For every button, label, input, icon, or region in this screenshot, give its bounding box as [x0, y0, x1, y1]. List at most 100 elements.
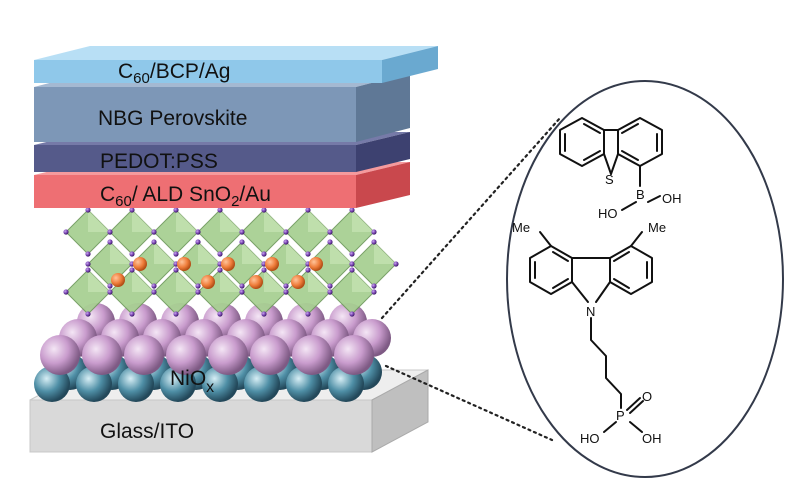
nio-sphere	[286, 366, 322, 402]
halide-atom	[173, 251, 179, 257]
halide-atom	[63, 229, 69, 235]
octahedron-face	[110, 242, 132, 264]
octahedron-face	[264, 210, 286, 232]
hydroxyl-right-2: OH	[642, 431, 662, 446]
octahedron-face	[220, 270, 242, 292]
halide-atom	[239, 239, 245, 245]
sam-sphere	[208, 335, 248, 375]
octahedron-face	[374, 242, 396, 264]
recombination-label: C60/ ALD SnO2/Au	[100, 183, 271, 210]
halide-atom	[305, 207, 311, 213]
octahedron-face	[176, 270, 198, 292]
halide-atom	[151, 229, 157, 235]
octahedron-face	[88, 270, 110, 292]
halide-atom	[107, 289, 113, 295]
nio-sphere	[244, 366, 280, 402]
pedot-pss-label: PEDOT:PSS	[100, 150, 218, 173]
hydroxyl-left-2: HO	[580, 431, 600, 446]
nio-sphere	[118, 366, 154, 402]
halide-atom	[349, 311, 355, 317]
halide-atom	[239, 289, 245, 295]
halide-atom	[173, 207, 179, 213]
octahedron-face	[352, 270, 374, 292]
halide-atom	[129, 311, 135, 317]
a-site-cation	[221, 257, 235, 271]
halide-atom	[371, 283, 377, 289]
top-electrode-label: C60/BCP/Ag	[118, 60, 230, 87]
halide-atom	[283, 239, 289, 245]
sam-sphere	[40, 335, 80, 375]
a-site-cation	[291, 275, 305, 289]
halide-atom	[371, 289, 377, 295]
molecule-zoom-ellipse	[506, 80, 784, 478]
nio-sphere	[202, 366, 238, 402]
nio-label: NiOx	[170, 367, 214, 396]
halide-atom	[85, 261, 91, 267]
boron-atom: B	[636, 187, 645, 202]
perovskite-label: NBG Perovskite	[98, 107, 247, 130]
a-site-cation	[309, 257, 323, 271]
a-site-cation	[249, 275, 263, 289]
halide-atom	[85, 251, 91, 257]
halide-atom	[349, 207, 355, 213]
halide-atom	[129, 207, 135, 213]
glass-ito-label: Glass/ITO	[100, 420, 194, 443]
halide-atom	[349, 261, 355, 267]
octahedron-face	[198, 242, 220, 264]
nio-sphere	[328, 366, 364, 402]
a-site-cation	[201, 275, 215, 289]
halide-atom	[85, 311, 91, 317]
halide-atom	[195, 289, 201, 295]
halide-atom	[217, 311, 223, 317]
halide-atom	[85, 267, 91, 273]
a-site-cation	[177, 257, 191, 271]
halide-atom	[261, 267, 267, 273]
a-site-cation	[111, 273, 125, 287]
octahedron-face	[242, 242, 264, 264]
sulfur-atom: S	[605, 172, 614, 187]
octahedron-face	[88, 210, 110, 232]
zoom-line-top	[380, 116, 562, 320]
halide-atom	[327, 229, 333, 235]
molecule-me-4pacz: N Me Me P O HO OH	[512, 220, 666, 446]
halide-atom	[305, 267, 311, 273]
halide-atom	[239, 229, 245, 235]
halide-atom	[327, 283, 333, 289]
zoom-line-bottom	[384, 364, 554, 442]
octahedron-face	[220, 210, 242, 232]
halide-atom	[217, 267, 223, 273]
halide-atom	[85, 207, 91, 213]
hydroxyl-right-1: OH	[662, 191, 682, 206]
methyl-left: Me	[512, 220, 530, 235]
sam-sphere	[166, 335, 206, 375]
sam-sphere	[292, 335, 332, 375]
octahedron-face	[330, 242, 352, 264]
halide-atom	[305, 311, 311, 317]
nio-sphere	[34, 366, 70, 402]
halide-atom	[349, 251, 355, 257]
halide-atom	[195, 283, 201, 289]
halide-atom	[107, 239, 113, 245]
sam-sphere	[250, 335, 290, 375]
halide-atom	[371, 239, 377, 245]
halide-atom	[195, 239, 201, 245]
octahedron-face	[308, 210, 330, 232]
halide-atom	[327, 289, 333, 295]
halide-atom	[349, 267, 355, 273]
a-site-cation	[133, 257, 147, 271]
halide-atom	[151, 283, 157, 289]
halide-atom	[107, 229, 113, 235]
octahedron-face	[132, 270, 154, 292]
halide-atom	[305, 251, 311, 257]
hydroxyl-left-1: HO	[598, 206, 618, 221]
methyl-right: Me	[648, 220, 666, 235]
octahedron-face	[308, 270, 330, 292]
halide-atom	[371, 229, 377, 235]
nio-sam-sphere-layer	[34, 303, 391, 402]
a-site-cation	[265, 257, 279, 271]
recombination-layer: C60/ ALD SnO2/Au	[34, 162, 410, 210]
halide-atom	[283, 283, 289, 289]
halide-atom	[261, 311, 267, 317]
top-electrode-layer: C60/BCP/Ag	[34, 46, 438, 87]
octahedron-face	[154, 242, 176, 264]
